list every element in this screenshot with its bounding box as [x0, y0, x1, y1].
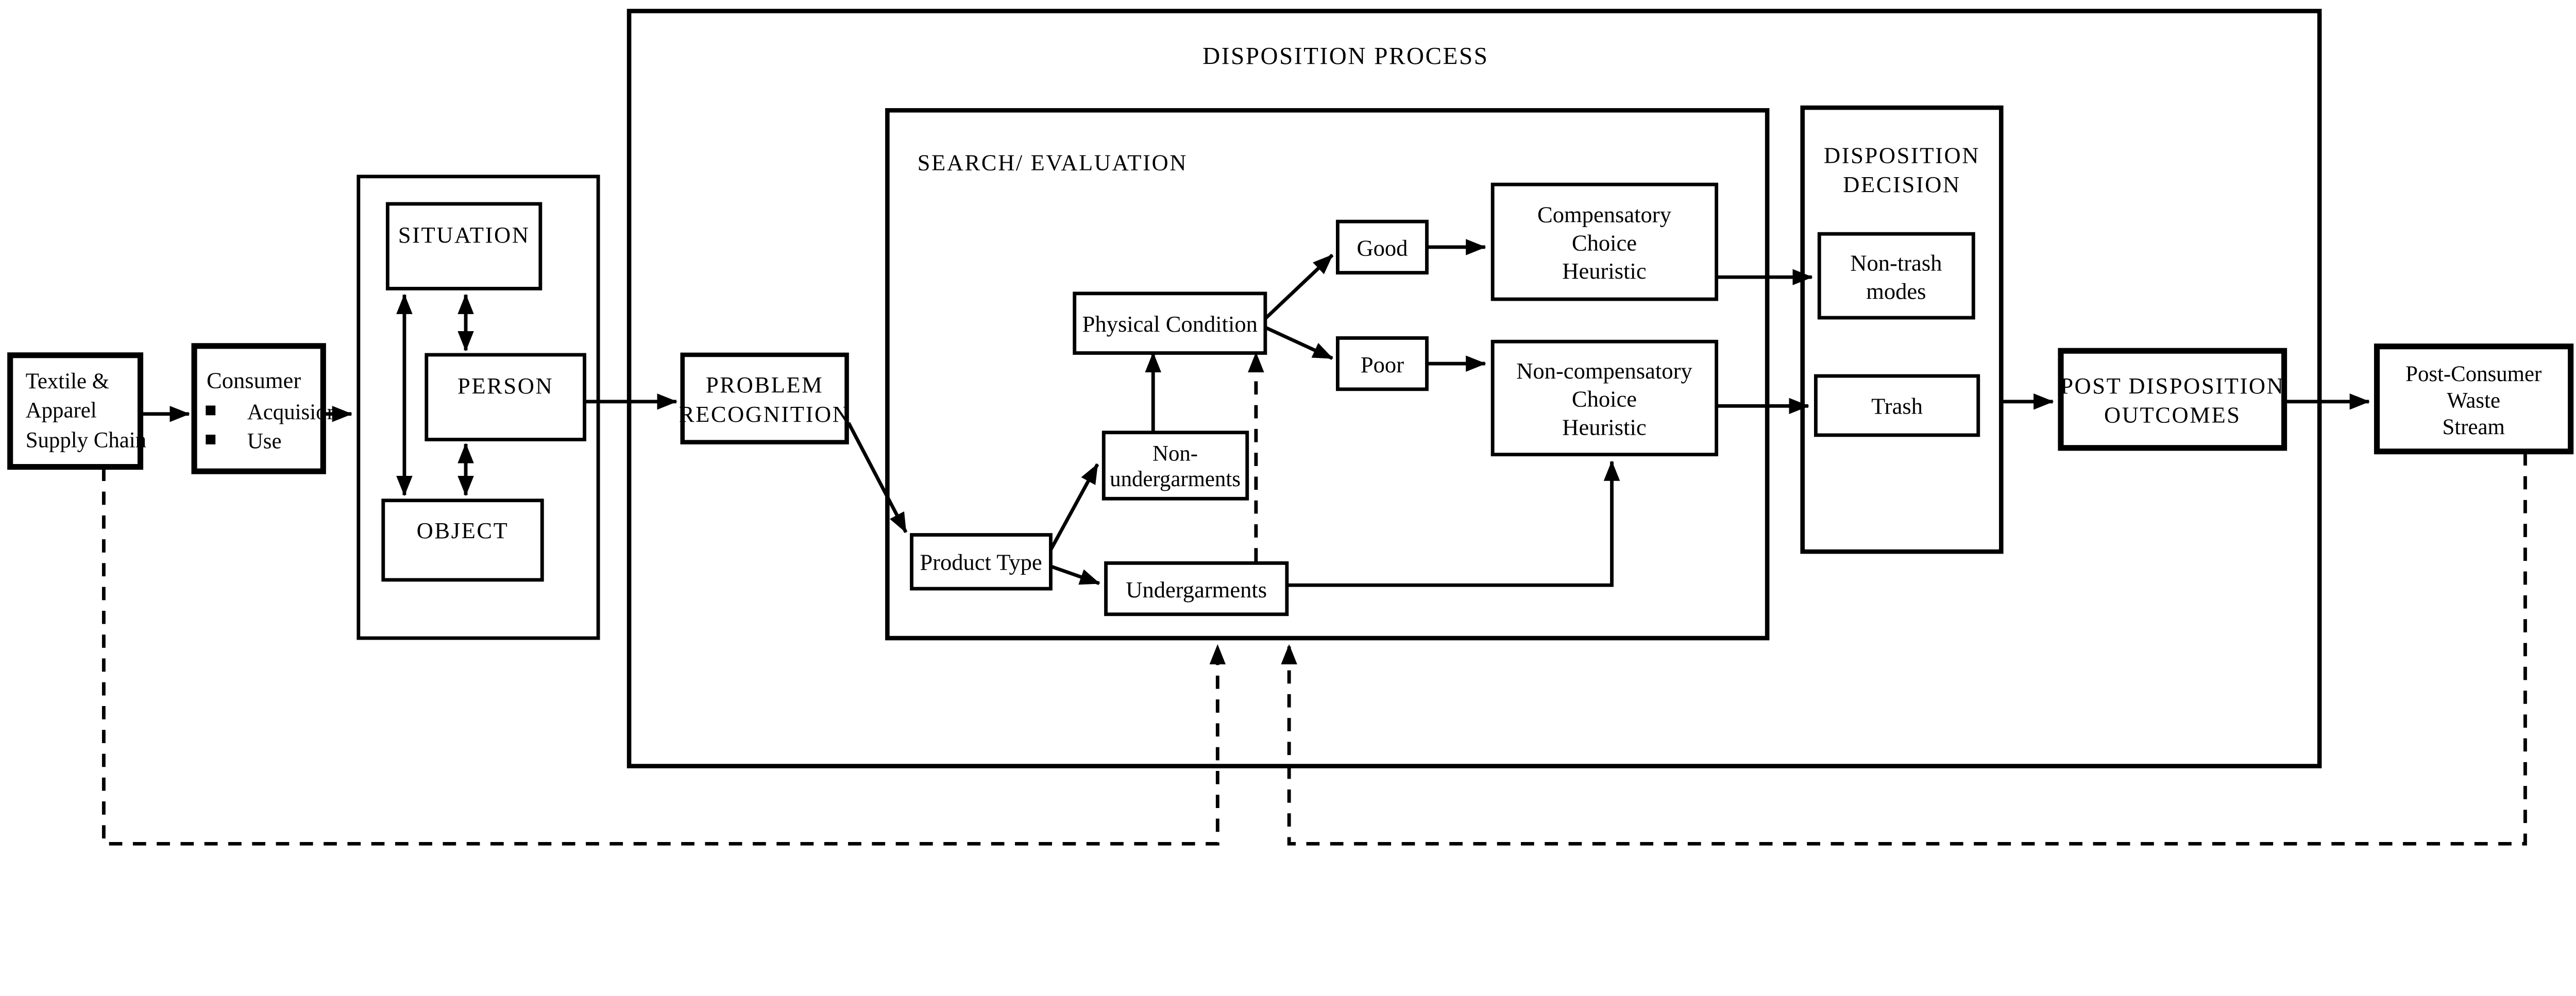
trash-box: [1814, 374, 1980, 437]
non-trash-modes-label-line2: modes: [1866, 279, 1926, 304]
disposition-process-diagram: DISPOSITION PROCESS SEARCH/ EVALUATION D…: [7, 9, 2574, 846]
textile-apparel-supply-chain-box: [7, 352, 144, 470]
compensatory-label-line3: Heuristic: [1562, 258, 1646, 284]
good-box: [1335, 219, 1429, 274]
textile-label-line1: Textile &: [26, 369, 109, 393]
post-disposition-label-line1: POST DISPOSITION: [2060, 373, 2284, 399]
situation-box: [385, 202, 543, 290]
post-consumer-label-line2: Waste: [2447, 389, 2500, 413]
compensatory-choice-heuristic-box: [1490, 182, 1719, 301]
compensatory-label-line2: Choice: [1572, 230, 1637, 255]
non-trash-modes-label-line1: Non-trash: [1850, 250, 1942, 276]
person-label: PERSON: [457, 373, 553, 399]
disposition-decision-label-line1: DISPOSITION: [1824, 143, 1980, 168]
non-trash-modes-box: [1817, 232, 1975, 320]
problem-recognition-label-line1: PROBLEM: [706, 372, 823, 398]
problem-recognition-box: [680, 352, 849, 444]
compensatory-label-line1: Compensatory: [1537, 201, 1672, 227]
consumer-bullet2-square-icon: [206, 435, 216, 444]
dashed-arrow-post-consumer-feedback-to-search-evaluation: [1281, 452, 2527, 846]
disposition-decision-container: [1800, 105, 2004, 554]
non-compensatory-label-line1: Non-compensatory: [1516, 358, 1692, 384]
undergarments-box: [1104, 561, 1289, 616]
person-box: [425, 353, 586, 441]
arrow-undergarments-to-non-compensatory: [1286, 460, 1620, 587]
product-type-box: [910, 533, 1053, 591]
diagram-canvas: DISPOSITION PROCESS SEARCH/ EVALUATION D…: [7, 9, 2574, 846]
textile-label-line2: Apparel: [26, 398, 97, 422]
post-disposition-label-line2: OUTCOMES: [2104, 402, 2241, 427]
non-compensatory-label-line2: Choice: [1572, 386, 1637, 412]
non-compensatory-label-line3: Heuristic: [1562, 414, 1646, 440]
poor-box: [1335, 336, 1429, 391]
post-consumer-waste-stream-box: [2374, 344, 2574, 455]
consumer-bullet2-label: Use: [247, 429, 282, 453]
arrow-physical-condition-to-poor: [1264, 325, 1333, 360]
arrow-product-type-to-non-undergarments: [1049, 463, 1099, 551]
search-evaluation-label: SEARCH/ EVALUATION: [918, 149, 1188, 175]
trash-label: Trash: [1871, 393, 1923, 419]
arrow-physical-condition-to-good: [1264, 253, 1334, 320]
physical-condition-label: Physical Condition: [1082, 311, 1258, 337]
object-label: OBJECT: [417, 518, 509, 543]
post-disposition-outcomes-box: [2058, 348, 2287, 451]
non-undergarments-label-line2: undergarments: [1110, 467, 1241, 491]
good-label: Good: [1357, 235, 1408, 261]
undergarments-label: Undergarments: [1126, 577, 1267, 603]
disposition-decision-label-line2: DECISION: [1843, 171, 1960, 197]
poor-label: Poor: [1361, 352, 1404, 377]
non-compensatory-choice-heuristic-box: [1490, 339, 1719, 457]
dashed-arrow-textile-feedback-to-search-evaluation: [101, 468, 1226, 846]
non-undergarments-box: [1101, 431, 1249, 501]
object-box: [381, 499, 544, 582]
product-type-label: Product Type: [920, 549, 1042, 575]
consumer-box: [191, 343, 326, 474]
consumer-bullet1-square-icon: [206, 405, 216, 416]
disposition-process-title: DISPOSITION PROCESS: [1202, 43, 1488, 70]
consumer-label: Consumer: [207, 368, 301, 393]
non-undergarments-label-line1: Non-: [1153, 441, 1198, 466]
post-consumer-label-line1: Post-Consumer: [2405, 362, 2541, 386]
problem-recognition-label-line2: RECOGNITION: [679, 401, 851, 427]
situation-label: SITUATION: [398, 222, 530, 248]
post-consumer-label-line3: Stream: [2443, 415, 2505, 439]
consumer-bullet1-label: Acquision: [247, 400, 338, 424]
physical-condition-box: [1073, 291, 1267, 355]
arrow-product-type-to-undergarments: [1050, 565, 1100, 586]
arrow-problem-recognition-to-product-type: [846, 422, 908, 534]
textile-label-line3: Supply Chain: [26, 428, 146, 453]
